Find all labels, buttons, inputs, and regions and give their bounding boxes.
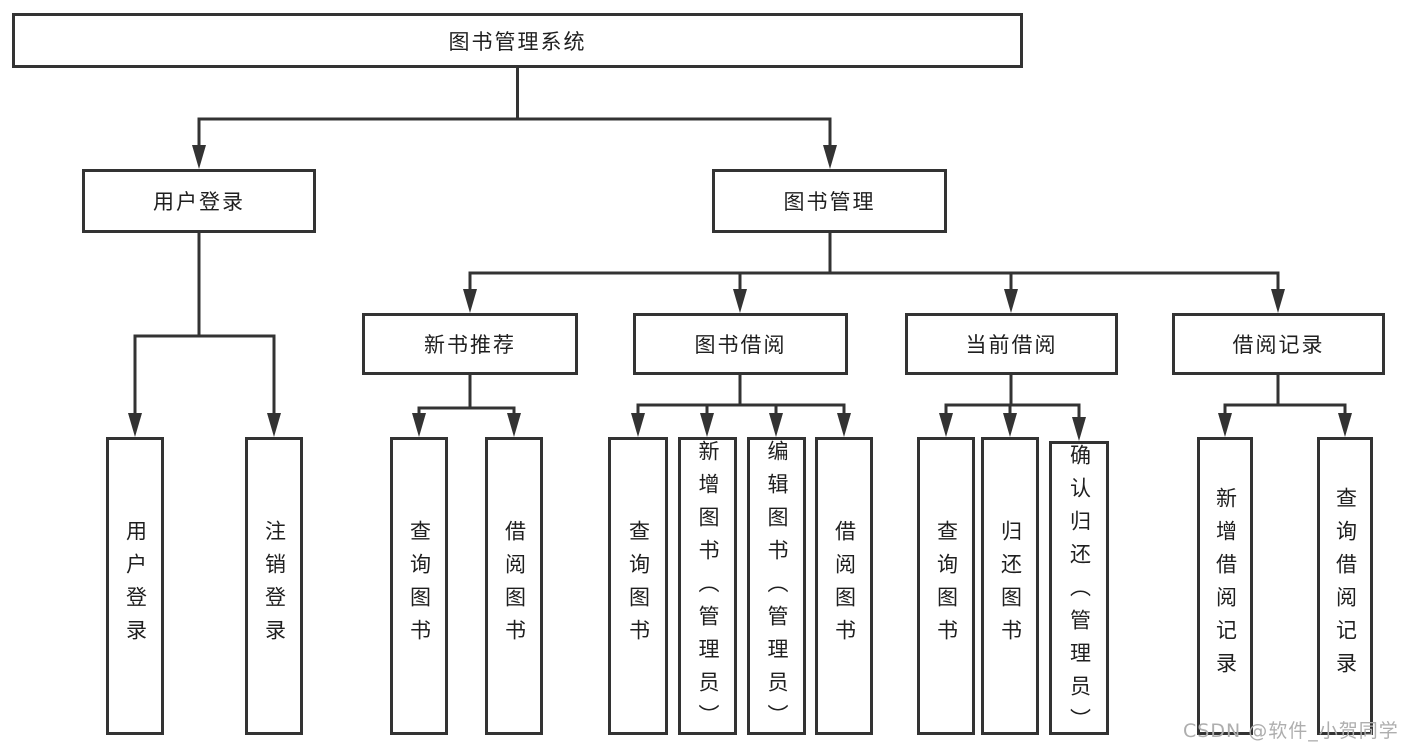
leaf-user-login: 用户登录: [106, 437, 164, 735]
leaf-query-books-recommend: 查询图书: [390, 437, 448, 735]
node-root-library-system: 图书管理系统: [12, 13, 1023, 68]
node-book-management: 图书管理: [712, 169, 947, 233]
node-user-login-label: 用户登录: [153, 190, 245, 214]
leaf-borrow-books-recommend-label: 借阅图书: [502, 520, 527, 652]
leaf-edit-book-admin-label: 编辑图书（管理员）: [765, 440, 789, 737]
leaf-user-login-label: 用户登录: [123, 520, 148, 652]
leaf-logout-label: 注销登录: [262, 520, 287, 652]
leaf-query-books-recommend-label: 查询图书: [407, 520, 432, 652]
leaf-query-borrow-record: 查询借阅记录: [1317, 437, 1373, 735]
csdn-watermark: CSDN @软件_小贺同学: [1183, 720, 1399, 742]
leaf-return-book: 归还图书: [981, 437, 1039, 735]
leaf-confirm-return-admin: 确认归还（管理员）: [1049, 441, 1109, 741]
leaf-query-books-borrow: 查询图书: [608, 437, 668, 735]
node-book-management-label: 图书管理: [783, 190, 876, 214]
leaf-add-borrow-record: 新增借阅记录: [1197, 437, 1253, 735]
leaf-add-borrow-record-label: 新增借阅记录: [1213, 487, 1238, 685]
leaf-borrow-books-recommend: 借阅图书: [485, 437, 543, 735]
node-book-borrow-label: 图书借阅: [694, 333, 787, 357]
node-root-label: 图书管理系统: [448, 29, 587, 54]
node-current-borrow-label: 当前借阅: [965, 333, 1058, 357]
leaf-query-books-current-label: 查询图书: [934, 520, 959, 652]
node-user-login: 用户登录: [82, 169, 316, 233]
node-new-book-recommend: 新书推荐: [362, 313, 578, 375]
leaf-add-book-admin-label: 新增图书（管理员）: [696, 440, 720, 737]
leaf-borrow-books: 借阅图书: [815, 437, 873, 735]
node-borrow-records-label: 借阅记录: [1232, 333, 1325, 357]
leaf-return-book-label: 归还图书: [998, 520, 1023, 652]
leaf-query-books-borrow-label: 查询图书: [626, 520, 651, 652]
leaf-query-borrow-record-label: 查询借阅记录: [1333, 487, 1358, 685]
node-book-borrow: 图书借阅: [633, 313, 848, 375]
node-borrow-records: 借阅记录: [1172, 313, 1385, 375]
leaf-edit-book-admin: 编辑图书（管理员）: [747, 437, 806, 737]
leaf-borrow-books-label: 借阅图书: [832, 520, 857, 652]
node-new-book-recommend-label: 新书推荐: [424, 333, 516, 357]
node-current-borrow: 当前借阅: [905, 313, 1118, 375]
leaf-logout: 注销登录: [245, 437, 303, 735]
leaf-add-book-admin: 新增图书（管理员）: [678, 437, 737, 737]
leaf-query-books-current: 查询图书: [917, 437, 975, 735]
leaf-confirm-return-admin-label: 确认归还（管理员）: [1067, 444, 1092, 741]
